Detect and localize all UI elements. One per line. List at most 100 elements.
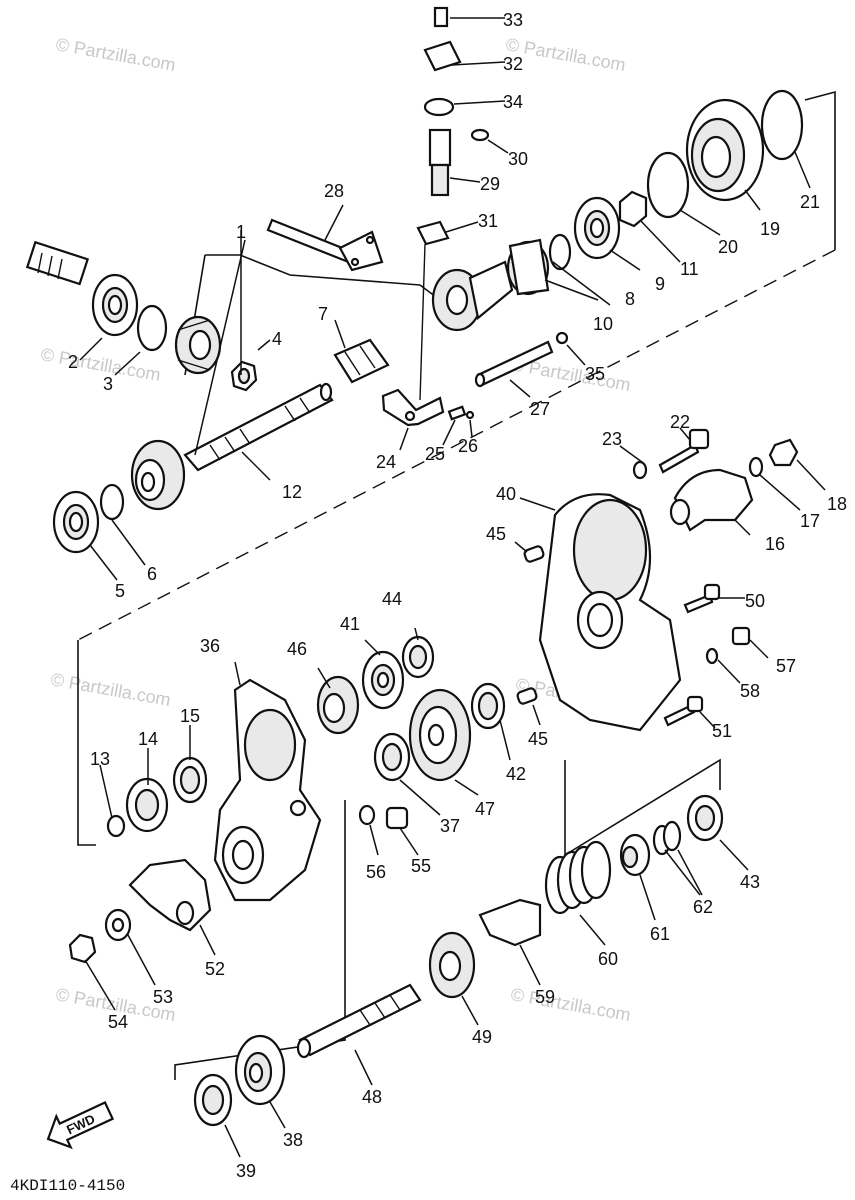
ring-3	[136, 304, 168, 352]
callout-5: 5	[115, 581, 125, 601]
callout-43: 43	[740, 872, 760, 892]
callout-9: 9	[655, 274, 665, 294]
callout-31: 31	[478, 211, 498, 231]
watermark: © Partzilla.com	[509, 984, 632, 1025]
callout-15: 15	[180, 706, 200, 726]
callout-47: 47	[475, 799, 495, 819]
callout-48: 48	[362, 1087, 382, 1107]
pin-25	[447, 405, 467, 421]
ring-8	[548, 233, 572, 271]
ring-35	[555, 331, 569, 345]
sleeve-10	[506, 238, 550, 296]
callout-59: 59	[535, 987, 555, 1007]
leader-lines	[79, 17, 826, 1158]
callout-37: 37	[440, 816, 460, 836]
callout-21: 21	[800, 192, 820, 212]
dog-clutch-7	[333, 338, 390, 384]
callout-16: 16	[765, 534, 785, 554]
input-shaft-stub	[25, 240, 90, 286]
bearing-42	[470, 682, 506, 730]
callout-17: 17	[800, 511, 820, 531]
callout-29: 29	[480, 174, 500, 194]
callout-44: 44	[382, 589, 402, 609]
callout-61: 61	[650, 924, 670, 944]
bearing-44	[401, 635, 435, 679]
cover-19	[685, 98, 765, 202]
callout-38: 38	[283, 1130, 303, 1150]
callout-18: 18	[827, 494, 847, 514]
callout-12: 12	[282, 482, 302, 502]
callout-51: 51	[712, 721, 732, 741]
ring-6	[99, 483, 125, 521]
nut-4	[230, 360, 258, 392]
watermark: © Partzilla.com	[54, 34, 177, 75]
callout-25: 25	[425, 444, 445, 464]
callout-24: 24	[376, 452, 396, 472]
bearing-41	[361, 650, 405, 710]
callout-3: 3	[103, 374, 113, 394]
callout-57: 57	[776, 656, 796, 676]
callout-32: 32	[503, 54, 523, 74]
callout-26: 26	[458, 436, 478, 456]
callout-60: 60	[598, 949, 618, 969]
o-ring-20	[646, 151, 690, 219]
callout-35: 35	[585, 364, 605, 384]
callout-28: 28	[324, 181, 344, 201]
callout-11: 11	[680, 259, 699, 279]
callout-55: 55	[411, 856, 431, 876]
callout-numbers: 1 2 3 4 5 6 7 8 9 10 11 12 13 14 15 16 1…	[68, 10, 847, 1181]
callout-41: 41	[340, 614, 360, 634]
callout-23: 23	[602, 429, 622, 449]
callout-20: 20	[718, 237, 738, 257]
callout-58: 58	[740, 681, 760, 701]
shaft-12	[183, 382, 334, 472]
shift-fork-24	[381, 388, 445, 427]
callout-6: 6	[147, 564, 157, 584]
bevel-gear-1-shaft	[130, 439, 186, 511]
diagram-code: 4KDI110-4150	[10, 1177, 125, 1195]
callout-30: 30	[508, 149, 528, 169]
callout-42: 42	[506, 764, 526, 784]
callout-22: 22	[670, 412, 690, 432]
bevel-gear-1-left	[174, 315, 222, 375]
callout-4: 4	[272, 329, 282, 349]
callout-19: 19	[760, 219, 780, 239]
callout-45a: 45	[486, 524, 506, 544]
ball-26	[465, 410, 475, 420]
nut-11	[618, 190, 648, 228]
callout-36: 36	[200, 636, 220, 656]
callout-46: 46	[287, 639, 307, 659]
bearing-37	[373, 732, 411, 782]
callout-54: 54	[108, 1012, 128, 1032]
callout-33: 33	[503, 10, 523, 30]
vertical-shaft-stack	[416, 6, 490, 401]
callout-40: 40	[496, 484, 516, 504]
callout-52: 52	[205, 959, 225, 979]
callout-56: 56	[366, 862, 386, 882]
callout-14: 14	[138, 729, 158, 749]
o-ring-21	[760, 89, 804, 161]
callout-2: 2	[68, 352, 78, 372]
gear-46	[316, 675, 360, 735]
callout-34: 34	[503, 92, 523, 112]
spring-60	[544, 840, 612, 915]
callout-53: 53	[153, 987, 173, 1007]
upper-assembly	[25, 6, 804, 554]
callout-7: 7	[318, 304, 328, 324]
callout-45b: 45	[528, 729, 548, 749]
watermark: © Partzilla.com	[39, 344, 162, 385]
left-case	[68, 678, 409, 964]
bearing-5	[52, 490, 100, 554]
callout-50: 50	[745, 591, 765, 611]
gear-47	[408, 688, 472, 782]
shift-rod-28	[266, 218, 384, 272]
bearing-2	[91, 273, 139, 337]
callout-13: 13	[90, 749, 110, 769]
callout-49: 49	[472, 1027, 492, 1047]
callout-8: 8	[625, 289, 635, 309]
callout-1: 1	[236, 222, 246, 242]
callout-62: 62	[693, 897, 713, 917]
lower-shaft-assembly	[193, 794, 724, 1127]
callout-10: 10	[593, 314, 613, 334]
